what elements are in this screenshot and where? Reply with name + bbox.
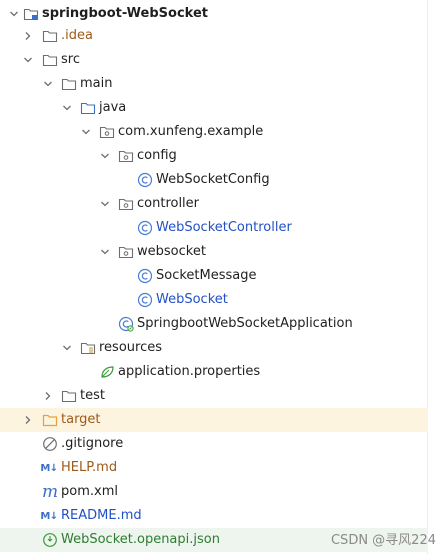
tree-label-controller: controller [137,196,200,211]
maven-icon: m [41,482,59,502]
tree-row-java[interactable]: java [0,96,428,120]
chevron-down-icon[interactable] [99,246,111,258]
tree-label-target: target [61,412,101,427]
package-icon [118,196,134,212]
tree-label-package: com.xunfeng.example [118,124,264,139]
tree-row-websocket-class[interactable]: WebSocket [0,288,428,312]
markdown-icon: M↓ [40,510,58,522]
project-tree: springboot-WebSocket .idea src main [0,2,428,552]
chevron-down-icon[interactable] [80,126,92,138]
tree-label-gitignore: .gitignore [61,436,124,451]
ignore-icon [42,436,58,452]
tree-label-socket-message: SocketMessage [156,268,257,283]
tree-row-src[interactable]: src [0,48,428,72]
tree-row-config[interactable]: config [0,144,428,168]
chevron-down-icon[interactable] [8,8,20,20]
openapi-icon [42,532,58,548]
tree-row-application-properties[interactable]: application.properties [0,360,428,384]
tree-label-resources: resources [99,340,163,355]
folder-icon [61,388,77,404]
tree-row-application[interactable]: SpringbootWebSocketApplication [0,312,428,336]
tree-label-config: config [137,148,177,163]
tree-label-pom: pom.xml [61,484,118,499]
chevron-down-icon[interactable] [42,78,54,90]
class-icon [137,292,153,308]
class-icon [137,172,153,188]
chevron-right-icon[interactable] [22,414,34,426]
chevron-down-icon[interactable] [99,198,111,210]
tree-row-resources[interactable]: resources [0,336,428,360]
watermark: CSDN @寻风224 [330,533,436,548]
tree-label-src: src [61,52,80,67]
excluded-folder-icon [42,412,58,428]
tree-label-test: test [80,388,105,403]
class-icon [137,268,153,284]
package-icon [118,244,134,260]
source-root-folder-icon [80,100,96,116]
tree-label-websocket-config: WebSocketConfig [156,172,270,187]
tree-row-pom[interactable]: m pom.xml [0,480,428,504]
tree-row-help-md[interactable]: M↓ HELP.md [0,456,428,480]
tree-label-application: SpringbootWebSocketApplication [137,316,353,331]
tree-row-websocket-controller[interactable]: WebSocketController [0,216,428,240]
folder-icon [42,28,58,44]
class-icon [137,220,153,236]
tree-row-idea[interactable]: .idea [0,24,428,48]
tree-label-openapi: WebSocket.openapi.json [61,532,220,547]
tree-row-gitignore[interactable]: .gitignore [0,432,428,456]
folder-icon [42,52,58,68]
chevron-right-icon[interactable] [22,30,34,42]
tree-label-readme: README.md [61,508,142,523]
tree-row-readme[interactable]: M↓ README.md [0,504,428,528]
chevron-down-icon[interactable] [61,342,73,354]
tree-row-target[interactable]: target [0,408,428,432]
spring-boot-class-icon [118,316,134,332]
tree-label-application-properties: application.properties [118,364,261,379]
chevron-right-icon[interactable] [42,390,54,402]
chevron-down-icon[interactable] [61,102,73,114]
chevron-down-icon[interactable] [99,150,111,162]
spring-leaf-icon [99,364,115,380]
folder-icon [61,76,77,92]
chevron-down-icon[interactable] [22,54,34,66]
tree-row-main[interactable]: main [0,72,428,96]
tree-row-websocket-config[interactable]: WebSocketConfig [0,168,428,192]
tree-row-socket-message[interactable]: SocketMessage [0,264,428,288]
tree-row-package[interactable]: com.xunfeng.example [0,120,428,144]
tree-row-test[interactable]: test [0,384,428,408]
tree-label-root: springboot-WebSocket [42,6,208,21]
tree-row-openapi[interactable]: WebSocket.openapi.json [0,528,428,552]
tree-label-help-md: HELP.md [61,460,118,475]
markdown-icon: M↓ [40,462,58,474]
package-icon [118,148,134,164]
tree-row-controller[interactable]: controller [0,192,428,216]
resources-folder-icon [80,340,96,356]
package-icon [99,124,115,140]
tree-row-websocket-package[interactable]: websocket [0,240,428,264]
tree-label-websocket-controller: WebSocketController [156,220,292,235]
panel-right-border [427,0,428,554]
tree-label-java: java [99,100,127,115]
tree-label-websocket-package: websocket [137,244,206,259]
tree-row-root[interactable]: springboot-WebSocket [0,2,428,26]
tree-label-idea: .idea [61,28,93,43]
module-folder-icon [23,6,39,22]
tree-label-main: main [80,76,113,91]
tree-label-websocket-class: WebSocket [156,292,228,307]
